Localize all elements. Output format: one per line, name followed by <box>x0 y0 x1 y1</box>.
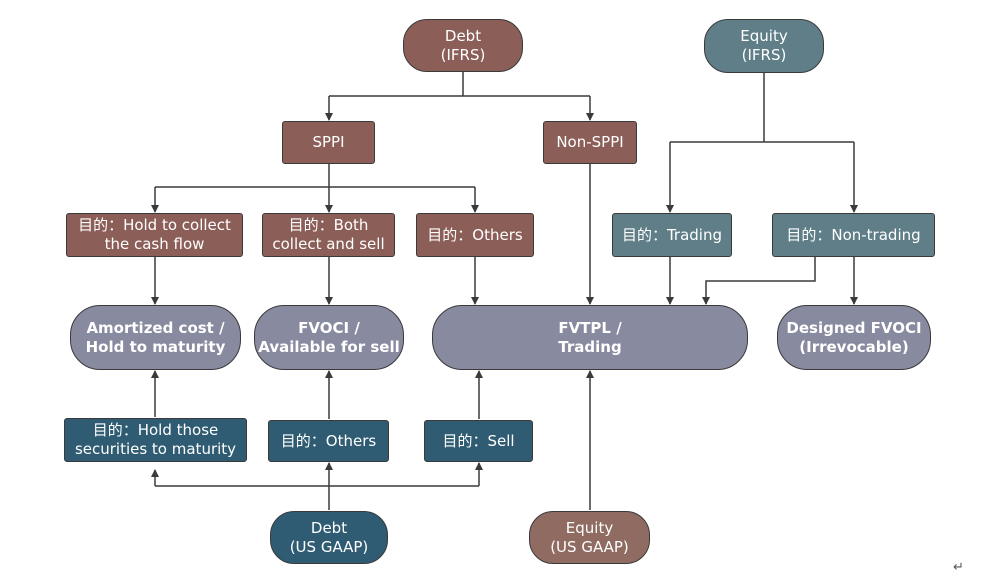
node-equity-us-gaap: Equity (US GAAP) <box>529 511 650 564</box>
node-equity-ifrs: Equity (IFRS) <box>704 19 824 73</box>
node-fvoci: FVOCI / Available for sell <box>254 305 404 370</box>
node-others-us: 目的：Others <box>268 420 389 462</box>
node-fvtpl: FVTPL / Trading <box>432 305 748 370</box>
node-sppi: SPPI <box>282 121 375 164</box>
node-both-collect-and-sell: 目的：Both collect and sell <box>262 213 395 257</box>
node-debt-us-gaap: Debt (US GAAP) <box>270 511 388 564</box>
node-hold-to-collect: 目的：Hold to collect the cash flow <box>66 213 243 257</box>
node-debt-ifrs: Debt (IFRS) <box>403 19 523 72</box>
node-others-ifrs: 目的：Others <box>416 213 534 257</box>
node-sell: 目的：Sell <box>424 420 533 462</box>
node-trading: 目的：Trading <box>612 213 732 257</box>
return-symbol: ↵ <box>953 560 964 575</box>
node-hold-to-maturity: 目的：Hold those securities to maturity <box>64 418 247 462</box>
node-non-sppi: Non-SPPI <box>543 121 637 164</box>
node-non-trading: 目的：Non-trading <box>772 213 935 257</box>
node-amortized-cost: Amortized cost / Hold to maturity <box>70 305 241 370</box>
edge-non-trading-fvtpl <box>702 257 816 305</box>
node-designed-fvoci: Designed FVOCI (Irrevocable) <box>777 305 931 370</box>
